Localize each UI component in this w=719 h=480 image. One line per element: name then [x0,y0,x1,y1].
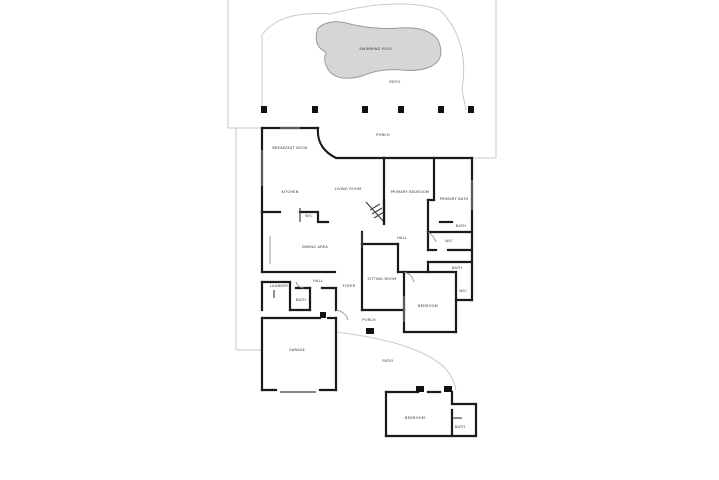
room-label-patio-front: PATIO [382,359,393,363]
room-label-foyer: FOYER [343,284,356,288]
room-labels: SWIMMING POOL PATIO PORCH BREAKFAST NOOK… [270,47,469,429]
walls [260,126,478,438]
room-label-kitchen: KITCHEN [282,190,299,194]
room-label-patio-top: PATIO [389,80,400,84]
room-label-wic-kitchen: W/C [305,214,313,218]
room-label-bedroom-lower: BEDROOM [405,416,425,420]
room-label-primary-bedroom: PRIMARY BEDROOM [391,190,430,194]
room-label-swimming-pool: SWIMMING POOL [359,47,392,51]
room-label-wic-right-lower: W/C [459,289,467,293]
site-boundary [227,0,497,391]
room-label-breakfast-nook: BREAKFAST NOOK [272,146,308,150]
room-label-hall-left: HALL [313,279,323,283]
room-label-bath-left: BATH [296,298,306,302]
room-label-bath-right-top: BATH [456,224,466,228]
room-label-sitting-room: SITTING ROOM [368,277,397,281]
room-label-garage: GARAGE [289,348,306,352]
room-label-primary-bath: PRIMARY BATH [440,197,469,201]
room-label-laundry: LAUNDRY [270,284,289,288]
windows [261,127,473,322]
room-label-porch-top: PORCH [376,133,390,137]
door-swings [295,231,437,321]
room-label-bath-lower: BATH [455,425,465,429]
room-label-living-room: LIVING ROOM [335,187,362,191]
room-label-bath-right-mid: BATH [452,266,462,270]
room-label-porch-front: PORCH [362,318,376,322]
room-label-wic-right: W/C [445,239,453,243]
room-label-bedroom-right: BEDROOM [418,304,438,308]
porch-posts [261,106,474,113]
stair [365,198,386,226]
room-label-hall: HALL [397,236,407,240]
room-label-dining-area: DINING AREA [302,245,328,249]
pool-shape [315,21,442,79]
